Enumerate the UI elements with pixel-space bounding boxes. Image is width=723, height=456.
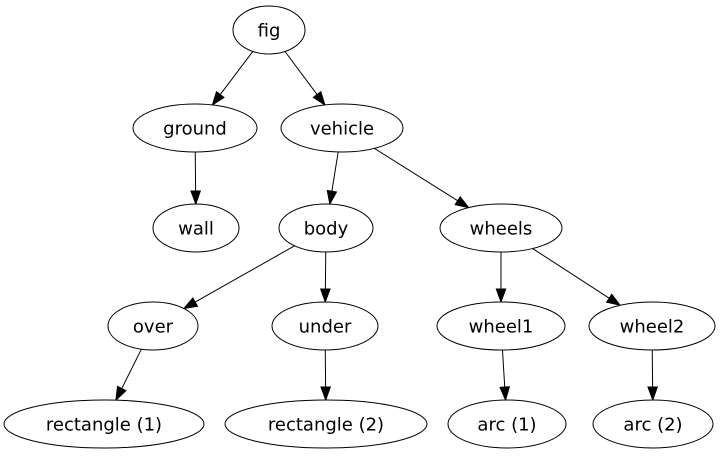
node-wall: wall <box>152 203 240 253</box>
node-label-arc1: arc (1) <box>477 414 536 435</box>
node-label-vehicle: vehicle <box>310 118 374 139</box>
edge-vehicle-to-wheels <box>374 147 470 209</box>
node-rectangle1: rectangle (1) <box>3 399 205 449</box>
node-ellipse-rectangle2 <box>224 399 428 449</box>
arrowhead-icon <box>115 385 127 402</box>
node-label-ground: ground <box>163 118 227 139</box>
node-ellipse-body <box>278 203 374 253</box>
node-ellipse-wheel2 <box>588 301 716 351</box>
arrowhead-icon <box>495 288 507 304</box>
node-ellipse-over <box>107 301 199 351</box>
node-label-wheels: wheels <box>470 218 533 239</box>
node-label-rectangle1: rectangle (1) <box>46 414 162 435</box>
node-ellipse-wall <box>152 203 240 253</box>
edge-ground-to-wall <box>190 151 202 206</box>
edge-fig-to-ground <box>211 51 254 107</box>
edge-wheel1-to-arc1 <box>499 349 511 402</box>
arrowhead-icon <box>499 386 511 402</box>
node-ellipse-rectangle1 <box>3 399 205 449</box>
node-label-wheel2: wheel2 <box>620 316 685 337</box>
node-arc2: arc (2) <box>592 399 714 449</box>
node-label-wheel1: wheel1 <box>469 316 534 337</box>
node-label-wall: wall <box>178 218 214 239</box>
node-label-rectangle2: rectangle (2) <box>268 414 384 435</box>
node-ellipse-vehicle <box>280 103 404 153</box>
arrowhead-icon <box>182 297 199 310</box>
edge-body-to-under <box>319 251 331 304</box>
arrowhead-icon <box>211 90 225 107</box>
edge-body-to-over <box>182 245 295 310</box>
edge-fig-to-vehicle <box>284 51 326 107</box>
arrowhead-icon <box>320 386 332 402</box>
edge-under-to-rectangle2 <box>320 349 332 402</box>
node-ground: ground <box>132 103 258 153</box>
node-label-under: under <box>299 316 352 337</box>
arrowhead-icon <box>605 293 622 307</box>
arrowhead-icon <box>312 90 326 107</box>
node-ellipse-fig <box>232 5 306 55</box>
node-over: over <box>107 301 199 351</box>
edge-wheels-to-wheel1 <box>495 252 507 304</box>
node-label-over: over <box>133 316 174 337</box>
edge-wheel2-to-arc2 <box>647 349 659 402</box>
arrowhead-icon <box>326 189 338 206</box>
node-ellipse-wheel1 <box>436 301 566 351</box>
node-ellipse-wheels <box>439 203 563 253</box>
arrowhead-icon <box>454 195 470 209</box>
edge-wheels-to-wheel2 <box>532 248 622 307</box>
edges-layer <box>115 51 659 402</box>
arrowhead-icon <box>319 288 331 304</box>
node-body: body <box>278 203 374 253</box>
node-ellipse-under <box>271 301 379 351</box>
node-fig: fig <box>232 5 306 55</box>
nodes-layer: fig ground vehicle wall body wheels over under w… <box>3 5 716 449</box>
arrowhead-icon <box>647 386 659 402</box>
node-ellipse-arc1 <box>447 399 567 449</box>
node-ellipse-ground <box>132 103 258 153</box>
node-arc1: arc (1) <box>447 399 567 449</box>
node-wheel1: wheel1 <box>436 301 566 351</box>
node-label-arc2: arc (2) <box>623 414 682 435</box>
edge-vehicle-to-body <box>326 151 339 206</box>
node-ellipse-arc2 <box>592 399 714 449</box>
node-wheel2: wheel2 <box>588 301 716 351</box>
arrowhead-icon <box>190 190 202 206</box>
node-label-body: body <box>304 218 349 239</box>
node-wheels: wheels <box>439 203 563 253</box>
node-rectangle2: rectangle (2) <box>224 399 428 449</box>
node-label-fig: fig <box>258 20 281 41</box>
node-vehicle: vehicle <box>280 103 404 153</box>
node-under: under <box>271 301 379 351</box>
edge-over-to-rectangle1 <box>115 348 142 402</box>
